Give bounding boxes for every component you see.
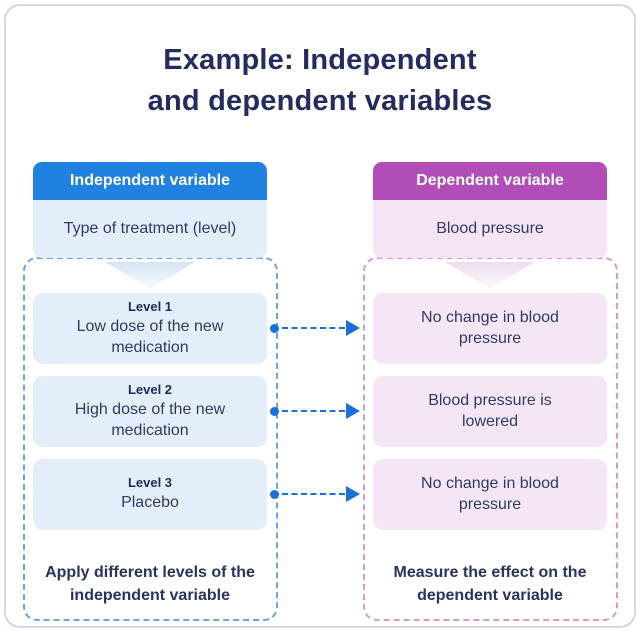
dependent-caption: Measure the effect on the dependent vari… xyxy=(393,564,587,605)
level-1-label: Level 1 xyxy=(127,299,173,315)
arrow-dashed-line xyxy=(282,493,345,495)
dependent-flow-container xyxy=(363,257,618,621)
level-3-label: Level 3 xyxy=(127,475,173,491)
independent-flow-container xyxy=(23,257,278,621)
arrow-dot xyxy=(270,406,279,416)
level-1-box: Level 1 Low dose of the new medication xyxy=(33,293,267,364)
arrow-head-icon xyxy=(346,320,360,336)
outcome-2-box: Blood pressure is lowered xyxy=(373,376,607,447)
level-2-text: High dose of the new medication xyxy=(74,401,226,439)
arrow-head-icon xyxy=(346,486,360,502)
flow-arrow-icon xyxy=(270,403,360,419)
arrow-dashed-line xyxy=(282,327,345,329)
independent-caption: Apply different levels of the independen… xyxy=(45,564,255,605)
outcome-3-text: No change in blood pressure xyxy=(421,475,559,513)
title-line-2: and dependent variables xyxy=(147,84,493,117)
level-1-text: Low dose of the new medication xyxy=(76,318,224,356)
arrow-head-icon xyxy=(346,403,360,419)
independent-variable-header: Independent variable xyxy=(33,162,267,200)
level-3-box: Level 3 Placebo xyxy=(33,459,267,530)
arrow-dashed-line xyxy=(282,410,345,412)
page-title: Example: Independent and dependent variab… xyxy=(0,40,640,121)
level-3-text: Placebo xyxy=(121,494,179,512)
arrow-dot xyxy=(270,489,279,499)
dependent-variable-header: Dependent variable xyxy=(373,162,607,200)
flow-arrow-icon xyxy=(270,320,360,336)
independent-variable-value: Type of treatment (level) xyxy=(33,200,267,258)
outcome-1-text: No change in blood pressure xyxy=(421,309,559,347)
outcome-1-box: No change in blood pressure xyxy=(373,293,607,364)
arrow-dot xyxy=(270,323,279,333)
flow-arrow-icon xyxy=(270,486,360,502)
dependent-variable-value: Blood pressure xyxy=(373,200,607,258)
level-2-label: Level 2 xyxy=(127,382,173,398)
outcome-3-box: No change in blood pressure xyxy=(373,459,607,530)
title-line-1: Example: Independent xyxy=(163,44,477,76)
outcome-2-text: Blood pressure is lowered xyxy=(428,392,552,430)
level-2-box: Level 2 High dose of the new medication xyxy=(33,376,267,447)
